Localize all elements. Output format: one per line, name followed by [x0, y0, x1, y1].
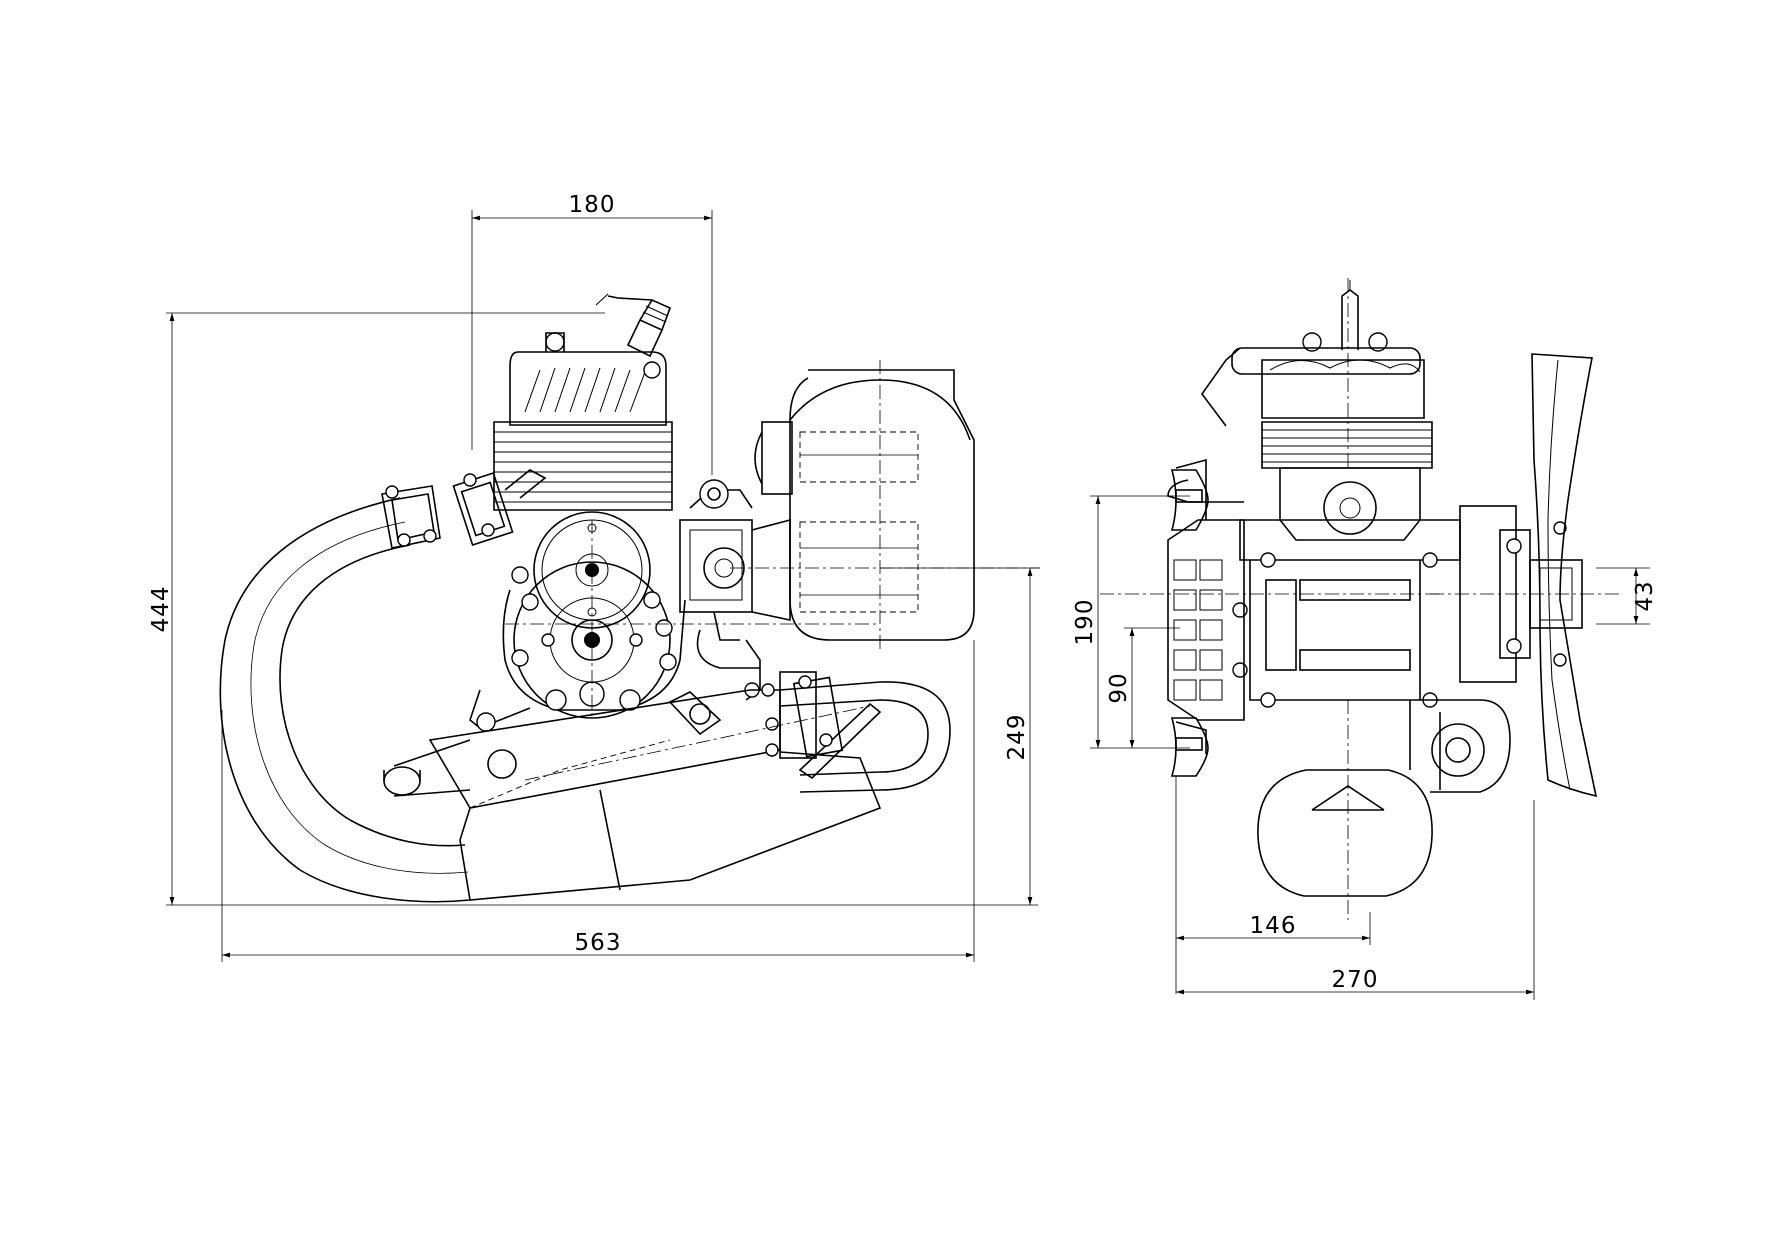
dimensions-side: 180 444 249 563 — [148, 192, 1040, 962]
front-muffler — [1257, 699, 1511, 920]
front-hub — [1430, 505, 1620, 683]
muffler — [428, 671, 951, 901]
intake-manifold — [381, 469, 547, 549]
front-view — [1100, 278, 1620, 920]
dim-label-prop-axis-height: 249 — [1004, 714, 1030, 761]
cylinder-head — [493, 332, 673, 511]
engine-mount-flanges — [1170, 469, 1209, 777]
dim-label-mount-offset: 90 — [1106, 672, 1132, 703]
dim-label-mount-height: 190 — [1072, 599, 1098, 646]
propeller — [1531, 353, 1598, 798]
dim-label-half-width: 146 — [1250, 913, 1297, 939]
dim-label-hub-offset: 43 — [1632, 580, 1658, 611]
dim-label-overall-height: 444 — [148, 586, 174, 633]
front-crankcase — [1232, 467, 1461, 708]
cooling-fins — [494, 367, 672, 503]
spark-plug — [595, 293, 672, 358]
dimensions-front: 190 90 43 146 270 — [1072, 495, 1658, 1000]
dim-label-bore-span: 180 — [569, 192, 616, 218]
side-view — [219, 293, 1040, 903]
front-cylinder — [1201, 280, 1433, 469]
exhaust-pipe — [219, 497, 471, 903]
front-fan-cover — [1167, 458, 1245, 754]
air-filter — [751, 369, 975, 641]
dim-label-overall-width: 270 — [1332, 967, 1379, 993]
crankcase — [469, 511, 686, 732]
dim-label-overall-length: 563 — [575, 930, 622, 956]
carburettor — [679, 479, 761, 701]
